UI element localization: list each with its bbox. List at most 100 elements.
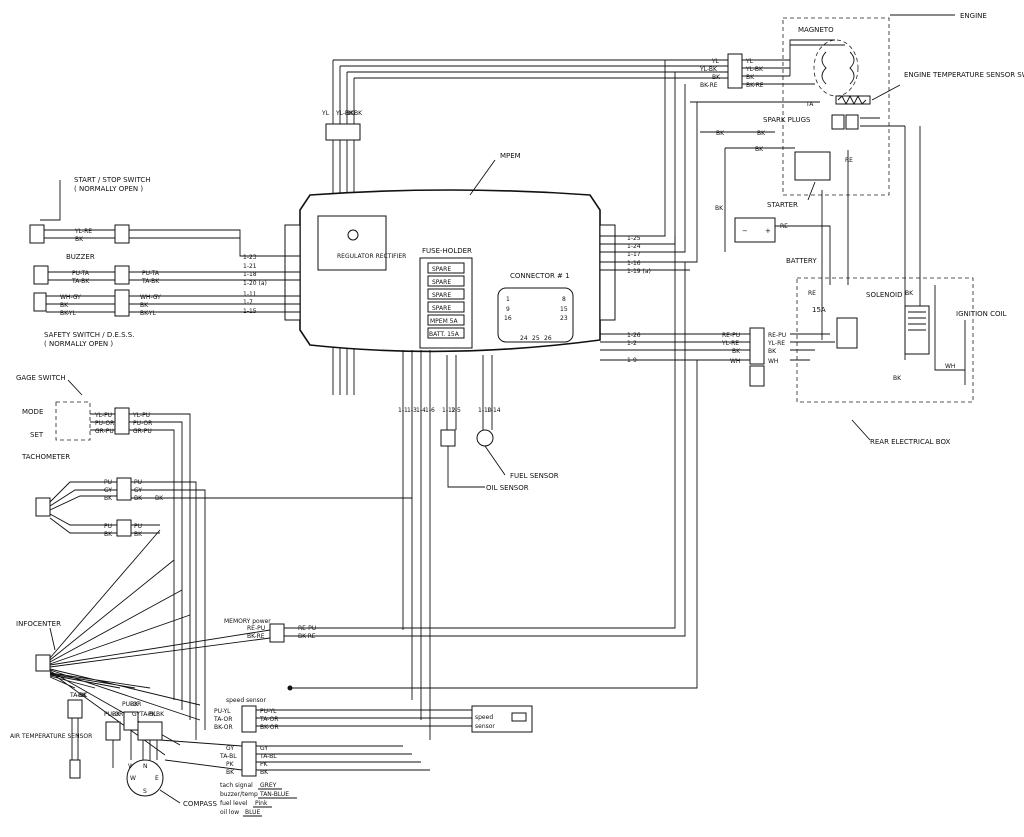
svg-text:1-23: 1-23 [243,254,257,261]
gage-switch[interactable] [55,401,91,441]
fuse-4: SPARE [432,305,451,312]
svg-text:TA-BL: TA-BL [259,753,277,760]
svg-text:BK: BK [78,692,87,699]
svg-text:YL-BK: YL-BK [745,66,764,73]
svg-text:BK: BK [134,495,143,502]
oil-sensor [440,429,456,447]
regulator-rectifier [317,215,387,271]
svg-text:15: 15 [560,306,568,313]
speed-sensor-label: speed sensor [226,697,266,704]
svg-text:16: 16 [504,315,512,322]
svg-text:GR-PU: GR-PU [133,428,152,435]
svg-text:1-9: 1-9 [627,357,637,364]
svg-text:PU: PU [134,479,142,486]
air-temp-sensor [69,759,81,779]
fuse-15a: 15A [812,306,826,314]
fuse-1: SPARE [432,266,451,273]
svg-text:YL-BK: YL-BK [335,110,354,117]
svg-text:TA-BL: TA-BL [219,753,237,760]
start-stop-switch[interactable] [29,224,45,244]
fuse-3: SPARE [432,292,451,299]
svg-text:PU-OR: PU-OR [122,701,141,708]
svg-text:BK: BK [104,495,113,502]
svg-text:BK-OR: BK-OR [260,724,279,731]
svg-text:( NORMALLY OPEN ): ( NORMALLY OPEN ) [44,340,113,348]
temp-sensor-switch [835,95,871,105]
svg-text:9: 9 [506,306,510,313]
svg-text:TA-BK: TA-BK [71,278,90,285]
svg-text:BK: BK [715,205,724,212]
svg-text:BK: BK [732,348,741,355]
svg-text:BK: BK [712,74,721,81]
infocenter [35,654,51,672]
svg-text:PK: PK [148,711,157,718]
infocenter-label: INFOCENTER [16,620,61,628]
svg-text:25: 25 [532,335,540,342]
svg-text:W: W [130,775,136,782]
battery [734,217,776,243]
svg-text:BK-RE: BK-RE [247,633,265,640]
svg-text:TAN-BLUE: TAN-BLUE [259,791,289,798]
svg-text:WH: WH [945,363,955,370]
svg-text:oil low: oil low [220,809,239,816]
svg-text:BK-OR: BK-OR [214,724,233,731]
spark-plug-2 [845,114,859,130]
svg-text:1-16: 1-16 [627,260,641,267]
svg-text:GREY: GREY [260,782,277,789]
wire-color-notes: tach signal GREY buzzer/temp TAN-BLUE fu… [220,782,297,817]
gage-switch-label: GAGE SWITCH [16,374,66,382]
svg-text:TA-BL: TA-BL [139,711,157,718]
svg-text:PU: PU [104,523,112,530]
svg-text:23: 23 [560,315,568,322]
svg-text:YL-RE: YL-RE [74,228,92,235]
svg-text:RE-PU: RE-PU [768,332,786,339]
svg-text:BK: BK [60,302,69,309]
connector-label: CONNECTOR # 1 [510,272,570,280]
mpem-left-pins: 1-23 1-21 1-18 1-20 (a) 1-11 1-7 1-15 [243,254,267,315]
svg-text:1-17: 1-17 [627,251,641,258]
safety-switch-label: SAFETY SWITCH / D.E.S.S. [44,331,134,339]
svg-text:BK: BK [755,146,764,153]
svg-text:24: 24 [520,335,528,342]
svg-text:PU-TA: PU-TA [72,270,90,277]
solenoid-label: SOLENOID [866,291,902,299]
fuse-holder-label: FUSE-HOLDER [422,247,472,255]
svg-text:BK: BK [905,290,914,297]
svg-text:+: + [765,227,771,235]
svg-text:BK: BK [75,236,84,243]
svg-text:PK: PK [260,761,269,768]
svg-text:BK-YL: BK-YL [140,310,157,317]
set-label: SET [30,431,44,439]
svg-text:1-19 (a): 1-19 (a) [627,268,651,275]
svg-text:BLUE: BLUE [245,809,261,816]
infocenter-harness [49,529,271,756]
solenoid [836,317,858,349]
svg-text:E: E [155,775,159,782]
svg-text:PU-OR: PU-OR [133,420,152,427]
air-temp-label: AIR TEMPERATURE SENSOR [10,733,92,740]
svg-text:1-2: 1-2 [627,340,637,347]
vertical-connector [325,123,361,141]
svg-text:RE: RE [780,223,788,230]
spark-plug-1 [831,114,845,130]
fuel-sensor-label: FUEL SENSOR [510,472,559,480]
svg-text:WH: WH [730,358,740,365]
svg-text:1-20 (a): 1-20 (a) [243,280,267,287]
spark-plugs-label: SPARK PLUGS [763,116,811,124]
svg-text:BK: BK [354,110,363,117]
fuse-batt: BATT. 15A [429,331,460,338]
svg-text:1-15: 1-15 [243,308,257,315]
svg-text:YL-RE: YL-RE [767,340,785,347]
compass [126,759,164,797]
safety-switch[interactable] [33,292,47,312]
svg-text:BK: BK [893,375,902,382]
svg-text:YL-BK: YL-BK [699,66,718,73]
connector-1 [497,287,574,343]
svg-text:PU-OR: PU-OR [95,420,114,427]
svg-text:YL-PU: YL-PU [132,412,150,419]
svg-text:BK: BK [716,130,725,137]
svg-text:BK: BK [134,531,143,538]
svg-text:BK: BK [112,711,121,718]
svg-text:YL: YL [745,58,754,65]
